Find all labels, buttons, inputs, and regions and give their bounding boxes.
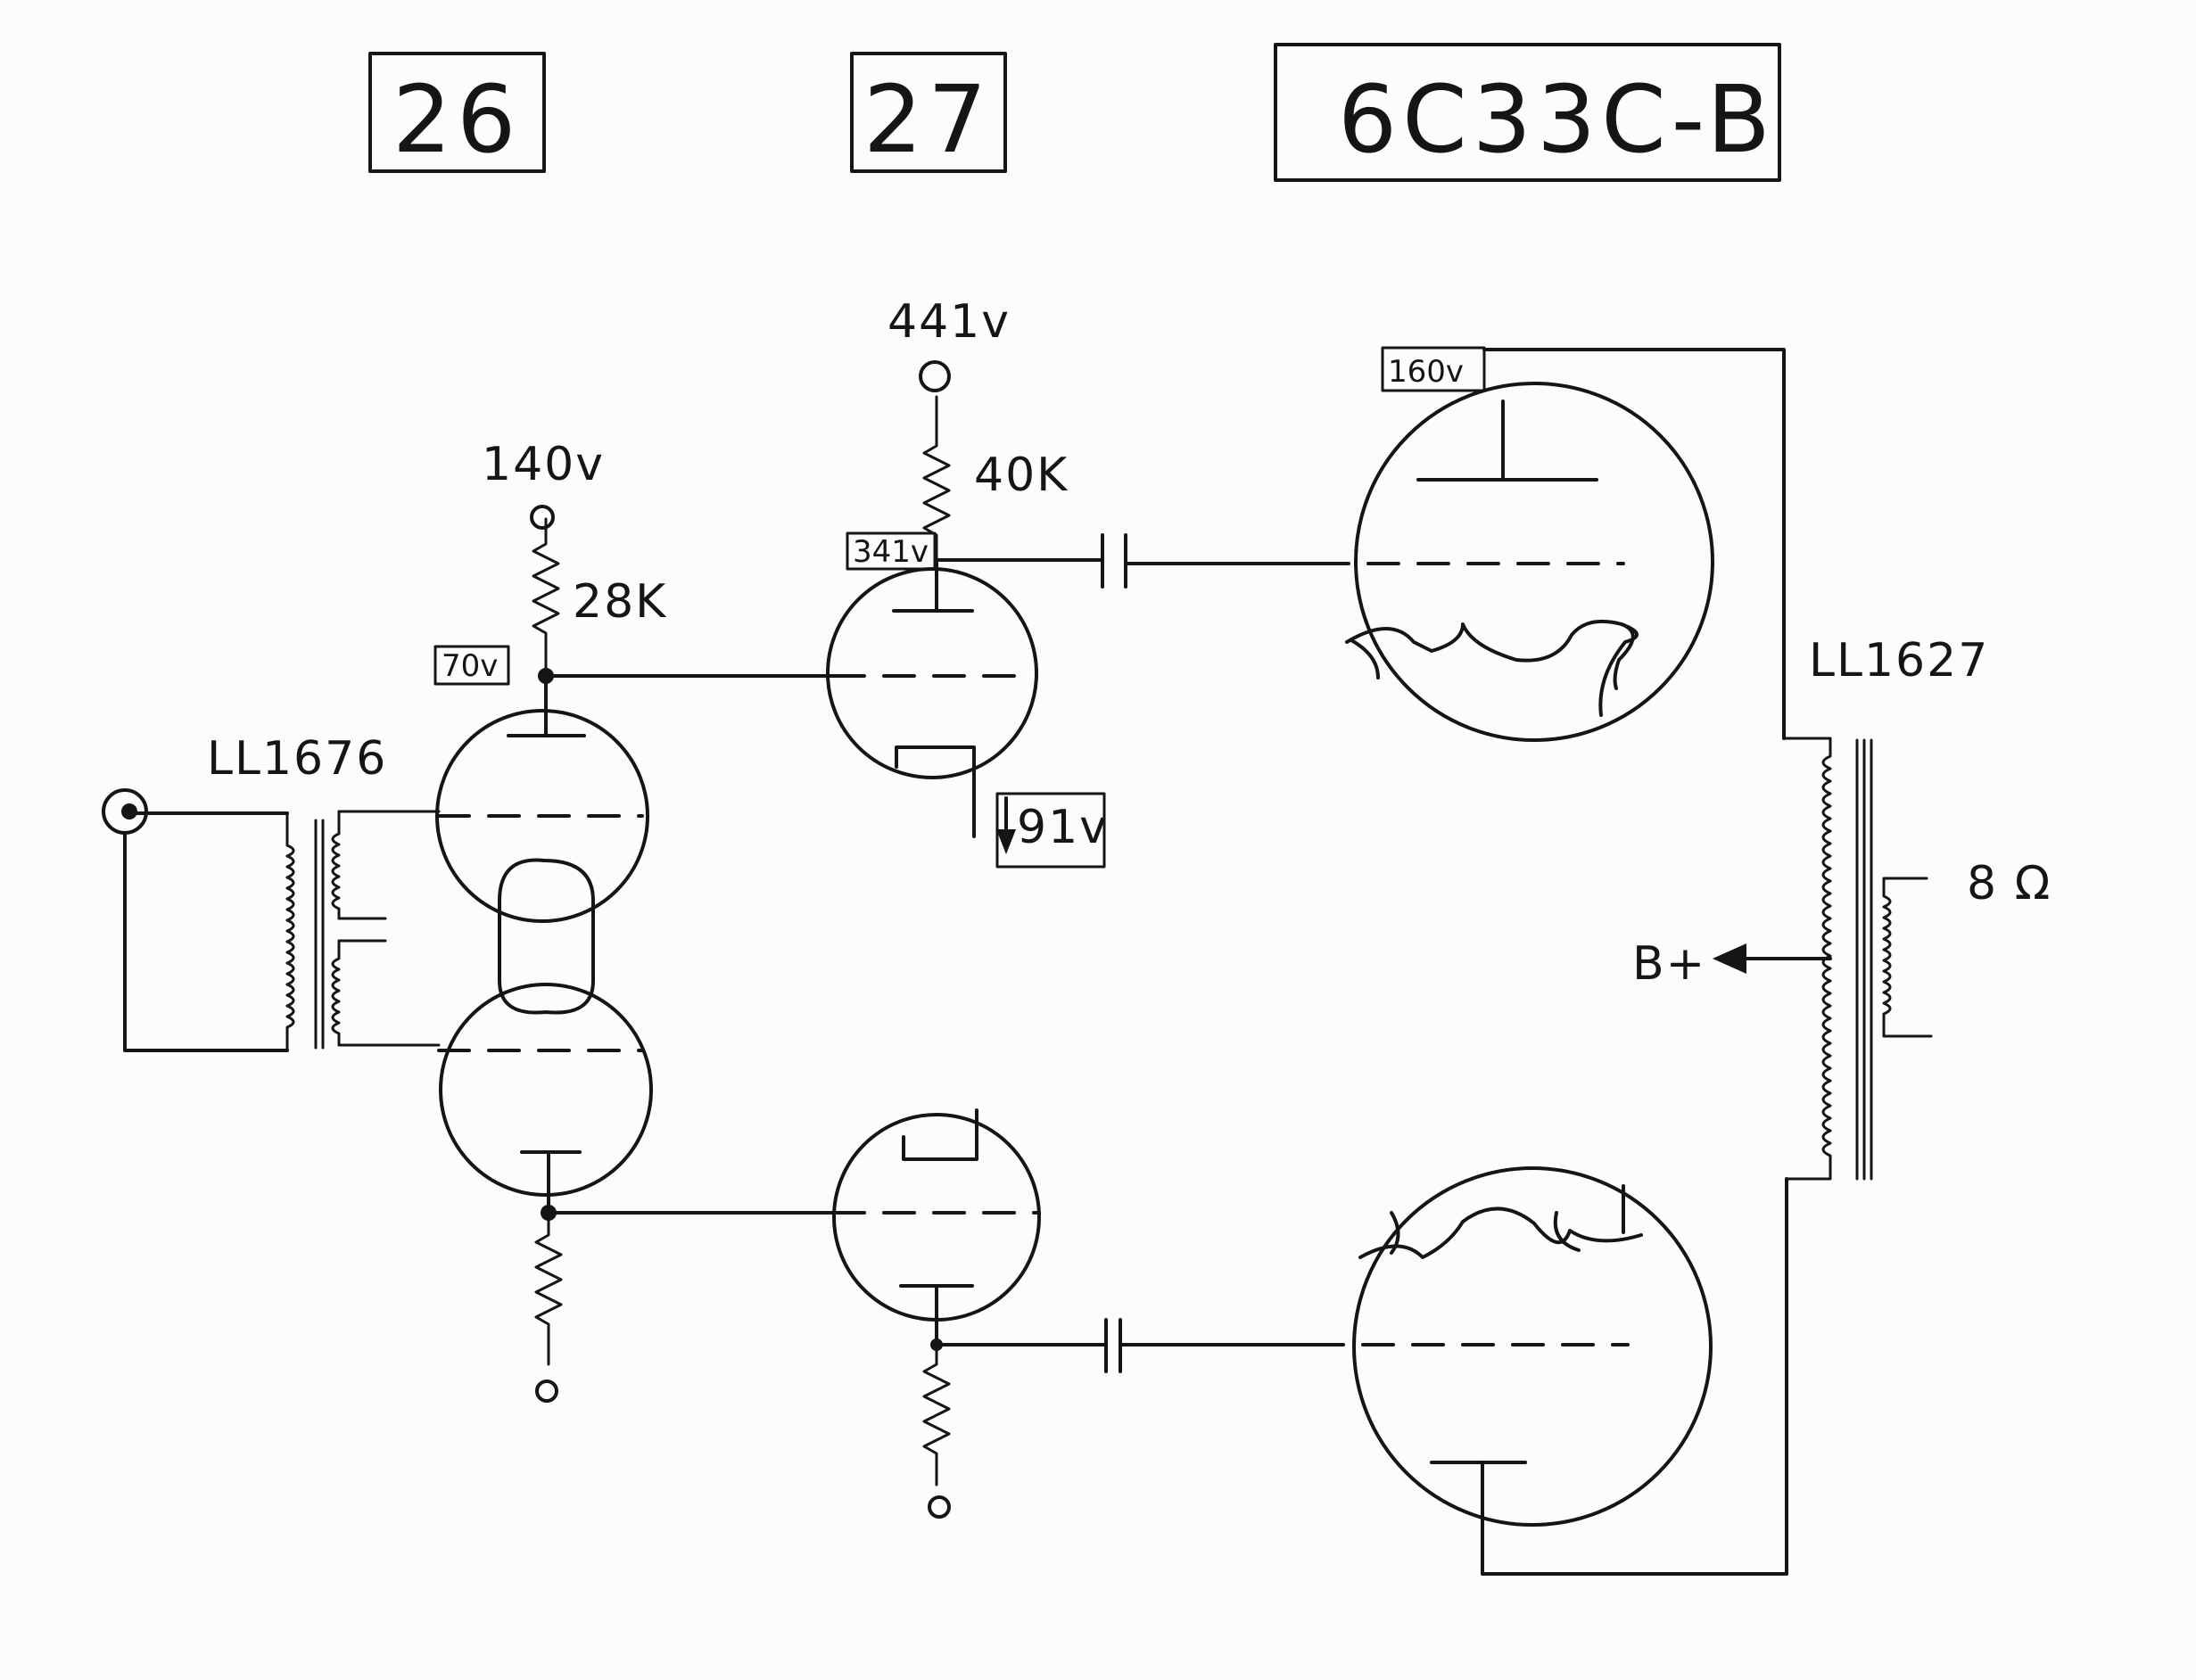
input-jack bbox=[102, 788, 289, 1052]
input-transformer-label: LL1676 bbox=[207, 732, 387, 786]
node-160v: 160v bbox=[1381, 346, 1786, 740]
input-transformer: LL1676 bbox=[207, 732, 441, 1052]
voltage-91v: 91v bbox=[1017, 801, 1109, 854]
resistor-40k-label: 40K bbox=[974, 449, 1069, 502]
tube-label-27: 27 bbox=[863, 65, 992, 174]
tube-label-box-26: 26 bbox=[368, 52, 546, 174]
tube-6c33c-lower bbox=[1311, 1166, 1788, 1576]
tube-27-lower bbox=[832, 1108, 1041, 1346]
tube-26-heater-link bbox=[498, 858, 595, 1015]
resistor-40k: 40K bbox=[922, 395, 1069, 562]
supply-441v: 441v bbox=[887, 295, 1011, 392]
voltage-341v: 341v bbox=[853, 534, 929, 570]
tube-label-box-6c33c: 6C33C-B bbox=[1274, 43, 1781, 182]
tube-label-box-27: 27 bbox=[850, 52, 1007, 174]
resistor-28k-label: 28K bbox=[573, 575, 667, 629]
tube-26-lower bbox=[437, 983, 653, 1215]
output-transformer: LL1627 8 Ω bbox=[1782, 634, 2052, 1181]
tube-6c33c-upper bbox=[1317, 382, 1714, 742]
node-lower-cathode bbox=[534, 1205, 836, 1403]
supply-140v: 140v bbox=[482, 438, 605, 530]
voltage-160v: 160v bbox=[1388, 354, 1464, 390]
b-plus-label: B+ bbox=[1632, 937, 1706, 991]
resistor-28k: 28K bbox=[532, 517, 667, 678]
voltage-70v: 70v bbox=[442, 648, 498, 684]
tube-label-6c33c-b: 6C33C-B bbox=[1338, 65, 1776, 174]
coupling-capacitor-upper bbox=[1088, 533, 1320, 589]
node-70v: 70v bbox=[433, 645, 554, 686]
voltage-441v: 441v bbox=[887, 295, 1011, 349]
lower-driver-cathode bbox=[922, 1338, 951, 1519]
b-plus-tap: B+ bbox=[1632, 937, 1832, 991]
output-transformer-label: LL1627 bbox=[1809, 634, 1989, 688]
tube-26-upper bbox=[435, 676, 649, 923]
tube-label-26: 26 bbox=[392, 65, 521, 174]
node-341v: 341v bbox=[846, 531, 1092, 571]
coupling-capacitor-lower bbox=[935, 1318, 1315, 1373]
output-impedance-label: 8 Ω bbox=[1967, 857, 2052, 910]
node-91v: 91v bbox=[995, 792, 1109, 869]
voltage-140v: 140v bbox=[482, 438, 605, 491]
